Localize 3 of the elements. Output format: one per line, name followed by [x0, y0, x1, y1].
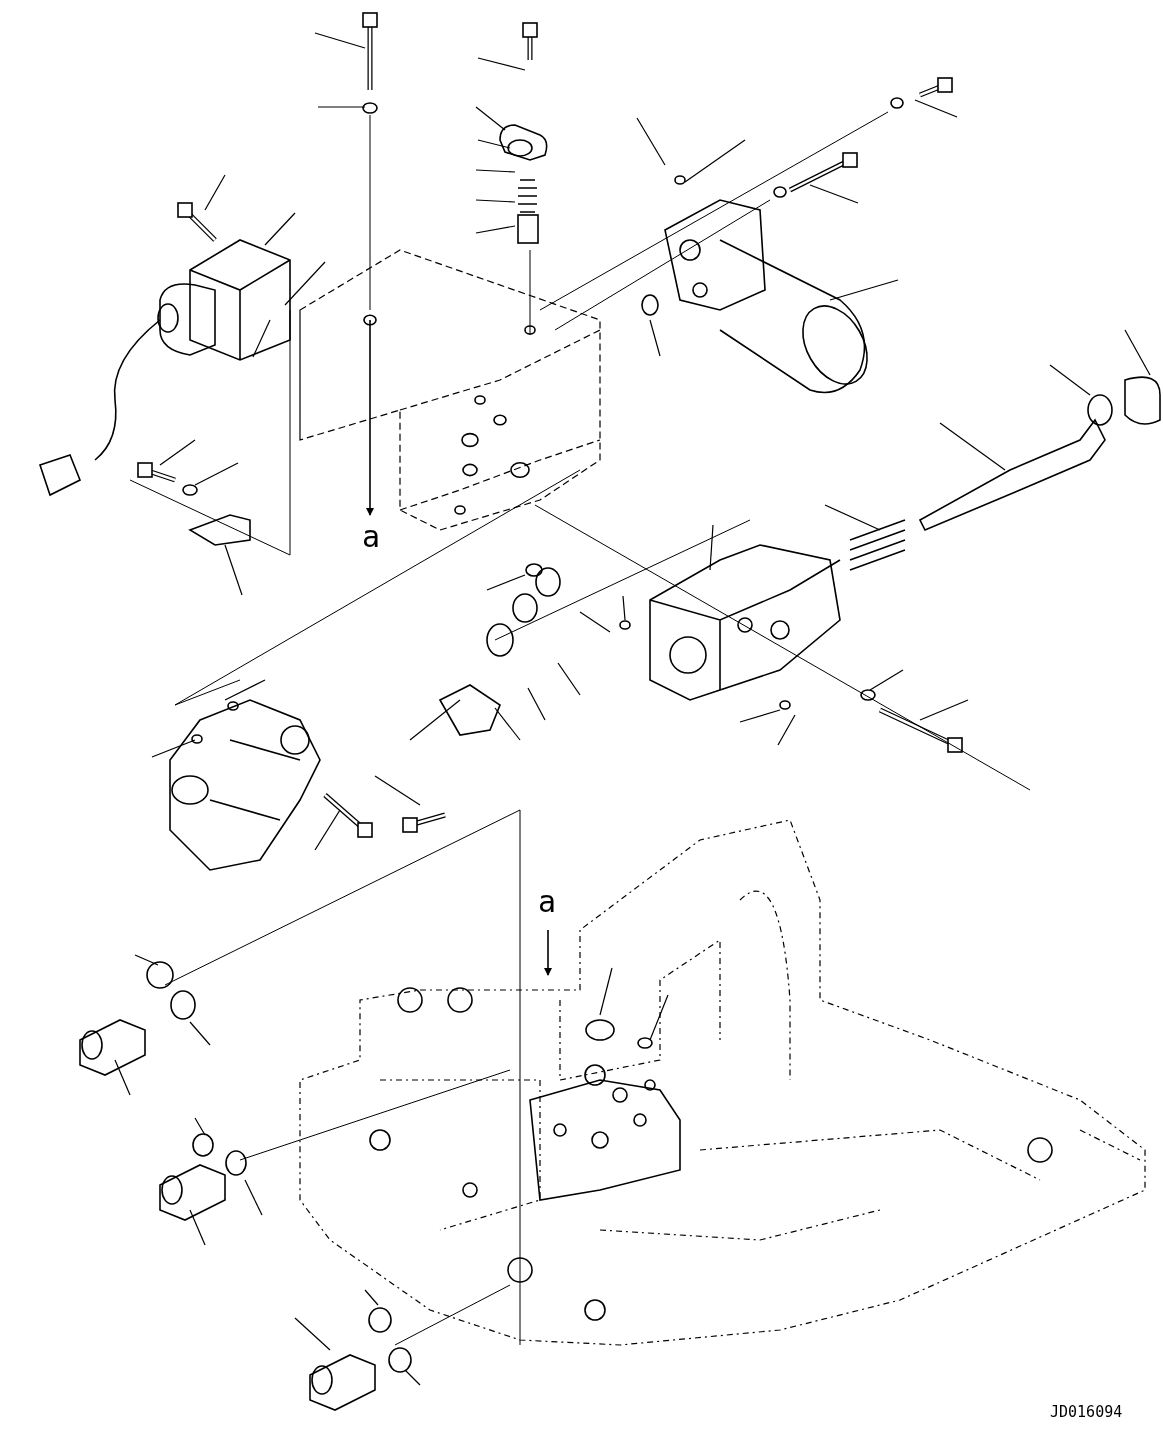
reference-letter: a [362, 522, 381, 552]
drawing-number: JD016094 [1050, 1405, 1123, 1420]
reference-letter: a [538, 887, 557, 917]
